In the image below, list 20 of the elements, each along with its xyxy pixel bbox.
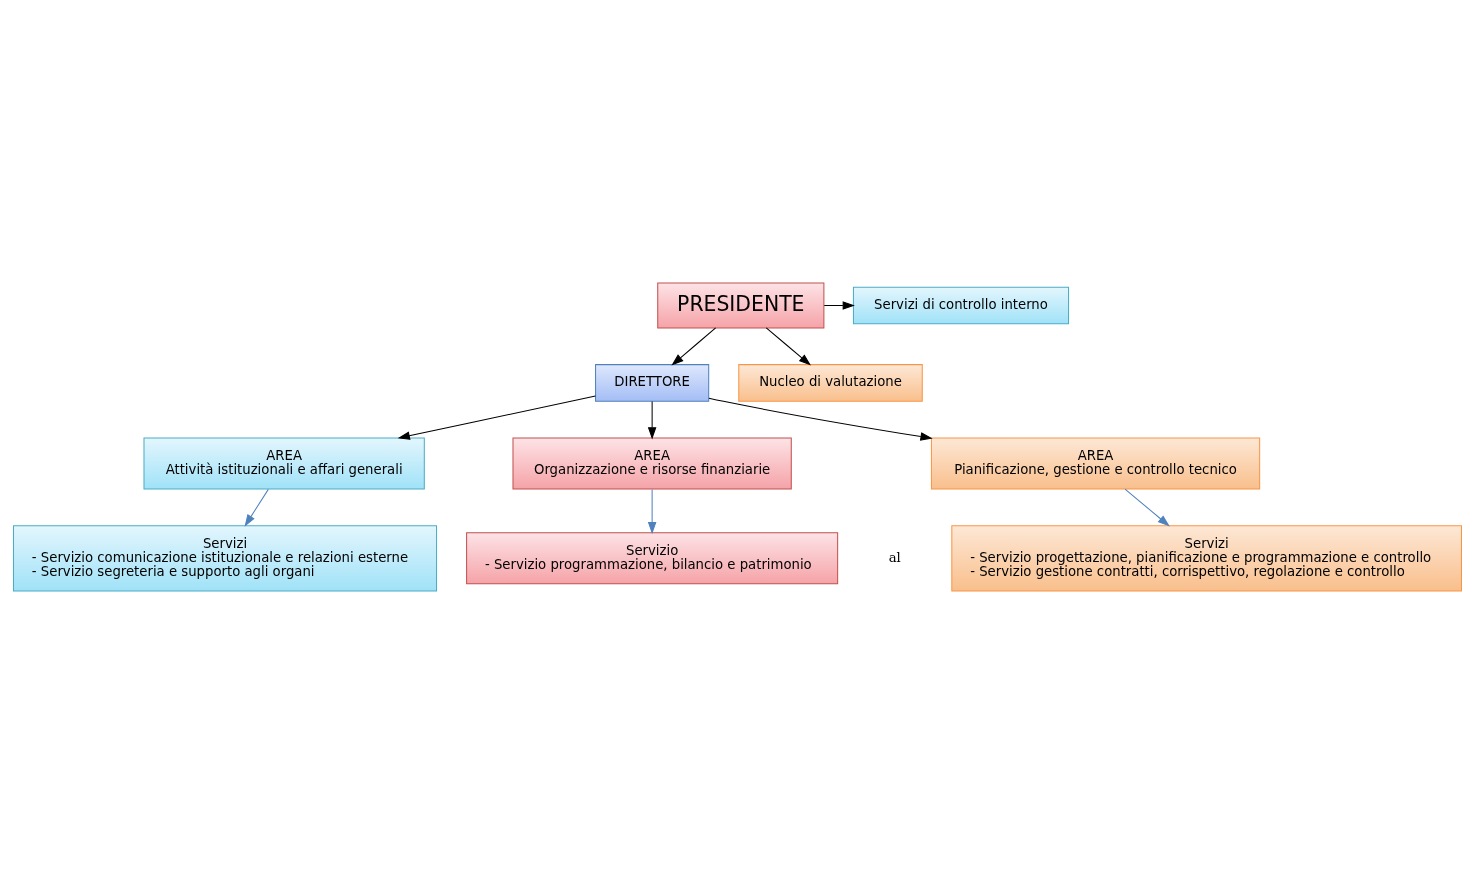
node-box: Servizi - Servizio comunicazione istituzionale e relazioni esterne - Servizio segreteria e supporto agli organi [13, 525, 438, 592]
node-box: Servizio - Servizio programmazione, bilancio e patrimonio [466, 532, 839, 585]
node-box: AREA Attività istituzionali e affari generali [143, 437, 425, 490]
arrow [823, 301, 855, 310]
arrow [397, 395, 596, 440]
node-box: Servizi di controllo interno [852, 286, 1070, 325]
node-box: Nucleo di valutazione [738, 364, 923, 402]
node-box: AREA Pianificazione, gestione e controllo tecnico [930, 437, 1261, 490]
arrow [647, 400, 657, 440]
node-box: PRESIDENTE [657, 282, 825, 329]
arrow [1124, 488, 1170, 527]
arrow [647, 488, 657, 535]
arrow [708, 397, 933, 441]
node-box: Servizi - Servizio progettazione, pianificazione e programmazione e controllo - Servizio gestione contratti, corrispettivo, regolazione e controllo [951, 525, 1462, 592]
node-box: DIRETTORE [595, 364, 710, 402]
label: al [888, 549, 901, 565]
node-box: AREA Organizzazione e risorse finanziarie [512, 437, 792, 490]
arrow [244, 488, 269, 527]
arrow [765, 327, 811, 366]
arrow [671, 327, 717, 366]
